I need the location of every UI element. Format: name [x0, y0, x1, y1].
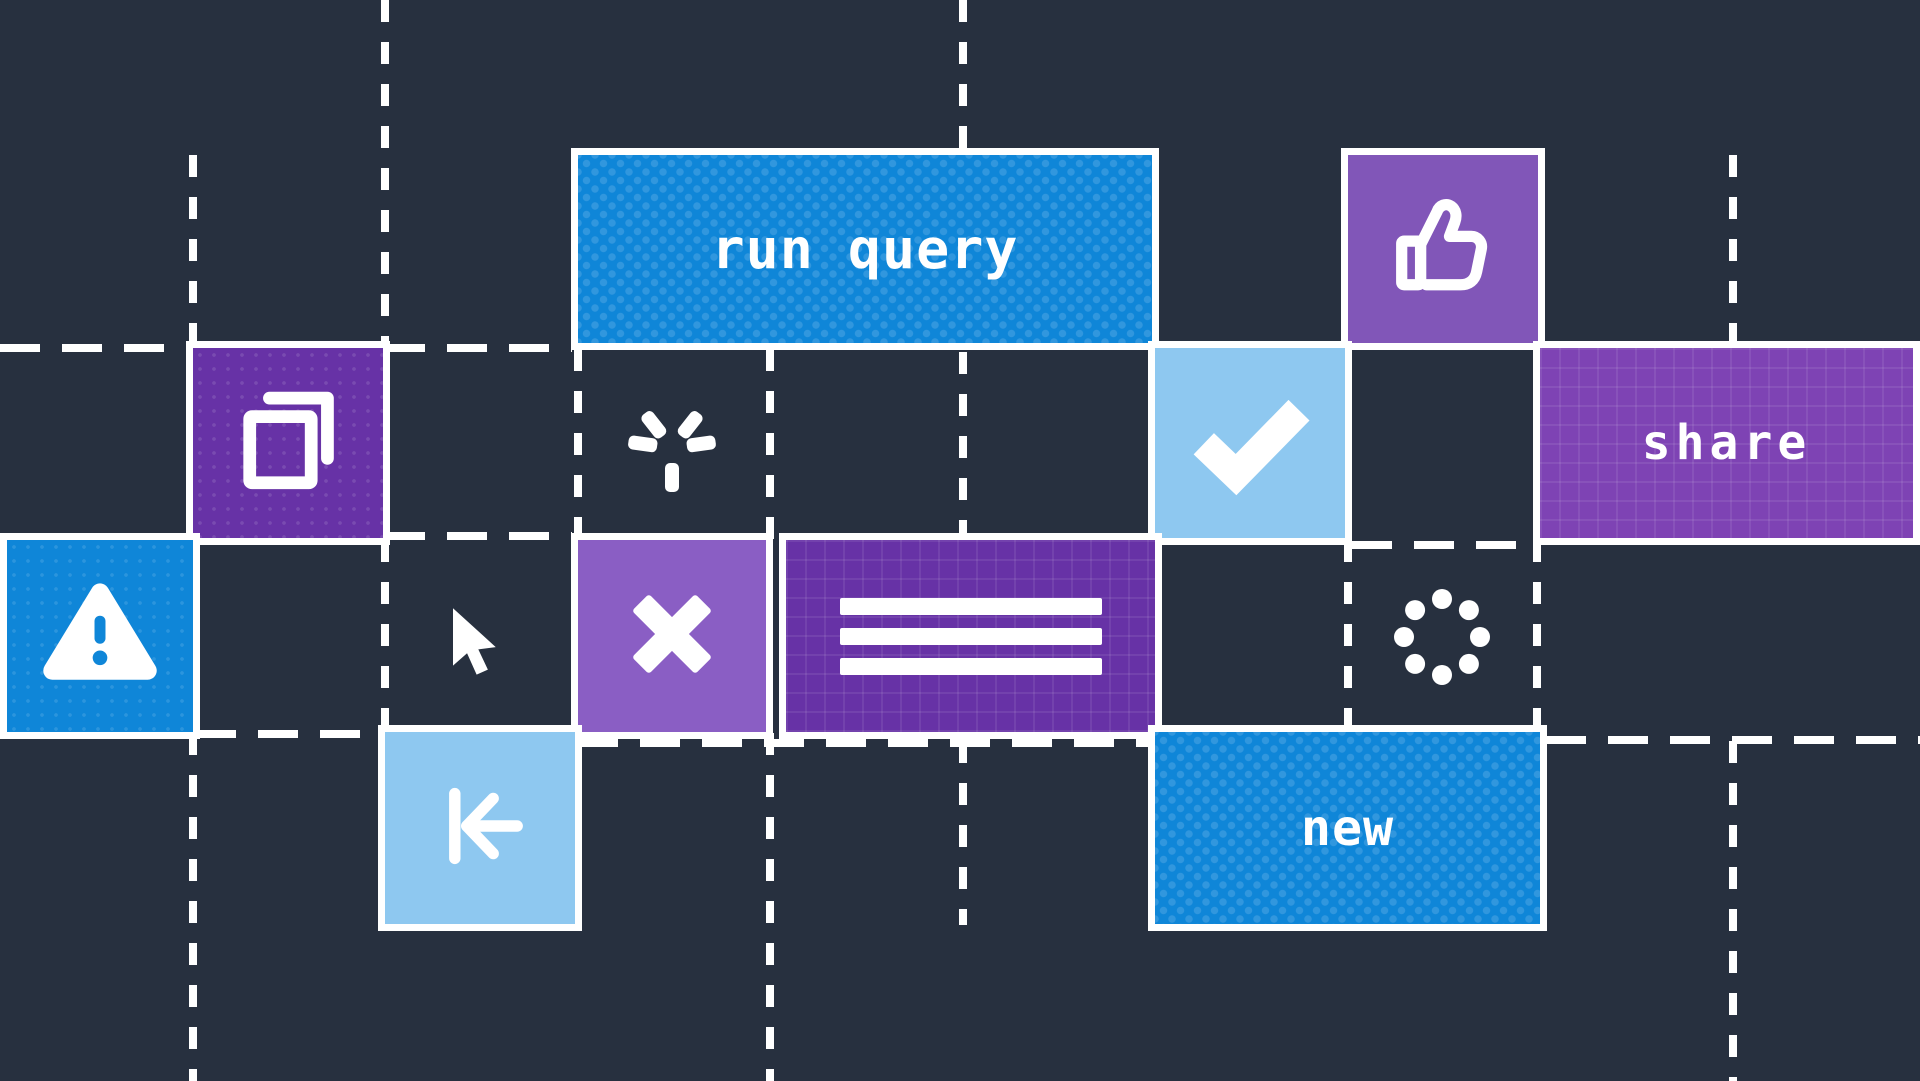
grid-dashed-line: [385, 344, 572, 352]
grid-dashed-line: [578, 739, 1148, 747]
warning-button[interactable]: [0, 533, 200, 739]
checkmark-icon: [1180, 371, 1320, 515]
grid-dashed-line: [1729, 741, 1737, 1081]
grid-dashed-line: [385, 532, 572, 540]
grid-dashed-line: [959, 0, 967, 148]
check-button[interactable]: [1148, 341, 1352, 545]
warning-triangle-icon: [39, 573, 161, 699]
share-button[interactable]: share: [1533, 341, 1920, 545]
skip-to-start-icon: [420, 766, 540, 890]
grid-dashed-line: [381, 540, 389, 733]
grid-dashed-line: [189, 733, 197, 1081]
grid-dashed-line: [766, 733, 774, 1081]
grid-dashed-line: [381, 0, 389, 345]
grid-dashed-line: [574, 349, 582, 540]
loading-spinner-icon: [1392, 587, 1492, 691]
copy-button[interactable]: [186, 341, 390, 545]
grid-dashed-line: [766, 349, 774, 540]
run-query-label: run query: [711, 216, 1019, 281]
skip-to-start-button[interactable]: [378, 725, 582, 931]
sparkle-burst-icon: [617, 393, 727, 507]
hamburger-menu-icon: [839, 597, 1102, 675]
share-label: share: [1641, 415, 1812, 471]
grid-dashed-line: [1344, 540, 1352, 733]
grid-dashed-line: [1546, 736, 1920, 744]
new-button[interactable]: new: [1148, 725, 1547, 931]
run-query-button[interactable]: run query: [571, 148, 1159, 350]
grid-dashed-line: [0, 344, 186, 352]
grid-dashed-line: [1729, 155, 1737, 345]
grid-dashed-line: [196, 730, 378, 738]
grid-dashed-line: [1352, 541, 1530, 549]
grid-dashed-line: [189, 155, 197, 349]
thumbs-up-icon: [1384, 188, 1502, 310]
cursor-arrow-icon: [446, 606, 514, 682]
thumbs-up-button[interactable]: [1341, 148, 1545, 350]
grid-dashed-line: [959, 352, 967, 540]
close-button[interactable]: [571, 533, 773, 739]
new-label: new: [1300, 799, 1395, 857]
copy-icon: [230, 383, 346, 503]
grid-dashed-line: [959, 741, 967, 925]
menu-button[interactable]: [779, 533, 1162, 739]
grid-dashed-line: [1533, 540, 1541, 737]
x-close-icon: [620, 582, 724, 690]
